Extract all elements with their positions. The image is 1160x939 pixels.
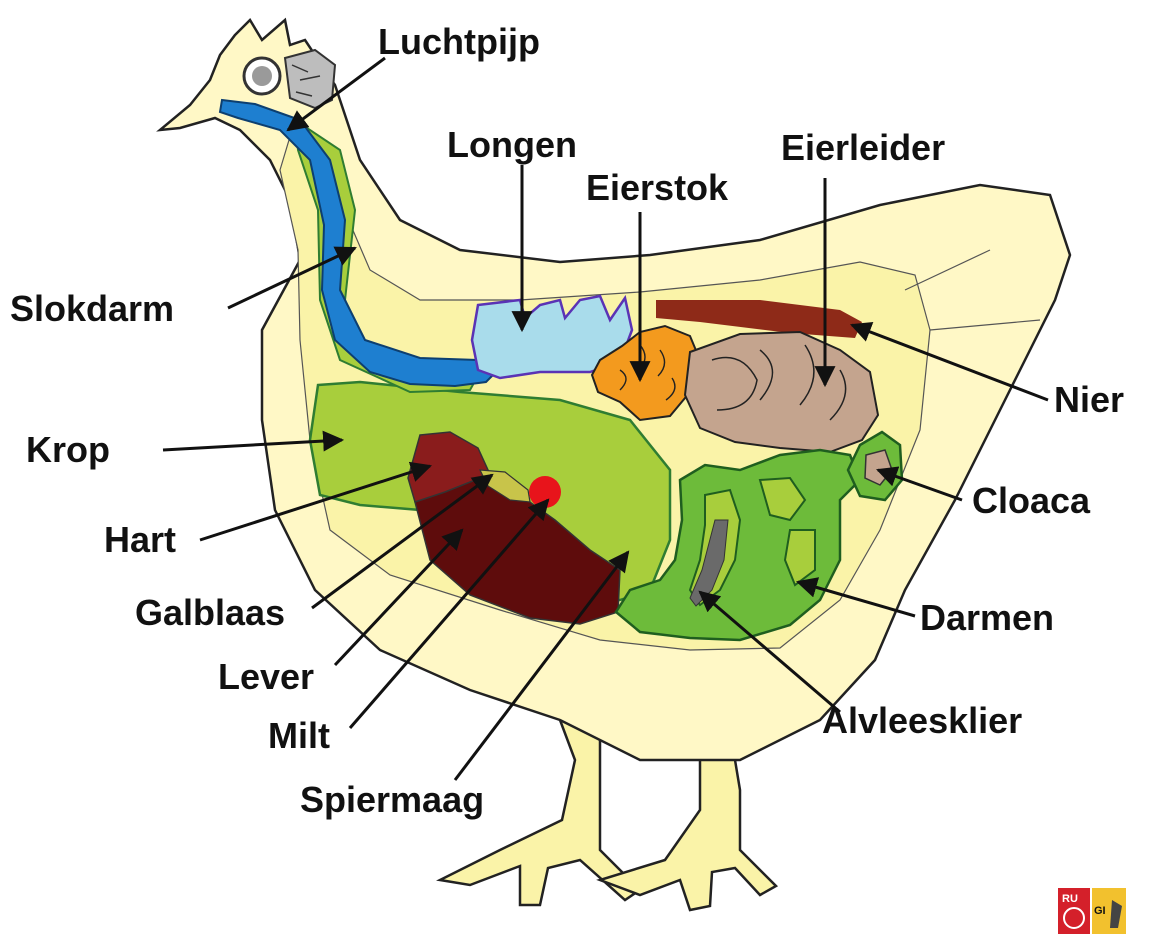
label-oviduct: Eierleider xyxy=(781,127,945,168)
label-gallbladder: Galblaas xyxy=(135,592,285,633)
label-ovary: Eierstok xyxy=(586,167,729,208)
label-pancreas: Alvleesklier xyxy=(822,700,1022,741)
logo-right-text: GI xyxy=(1094,905,1106,917)
label-heart: Hart xyxy=(104,519,176,560)
pupil xyxy=(252,66,272,86)
label-esophagus: Slokdarm xyxy=(10,288,174,329)
institution-logo: RU GI xyxy=(1058,888,1126,934)
label-kidney: Nier xyxy=(1054,379,1124,420)
logo-left-text: RU xyxy=(1062,893,1078,905)
label-gizzard: Spiermaag xyxy=(300,779,484,820)
label-spleen: Milt xyxy=(268,715,330,756)
label-lungs: Longen xyxy=(447,124,577,165)
label-trachea: Luchtpijp xyxy=(378,21,540,62)
label-crop: Krop xyxy=(26,429,110,470)
label-cloaca: Cloaca xyxy=(972,480,1091,521)
label-intestines: Darmen xyxy=(920,597,1054,638)
label-liver: Lever xyxy=(218,656,314,697)
